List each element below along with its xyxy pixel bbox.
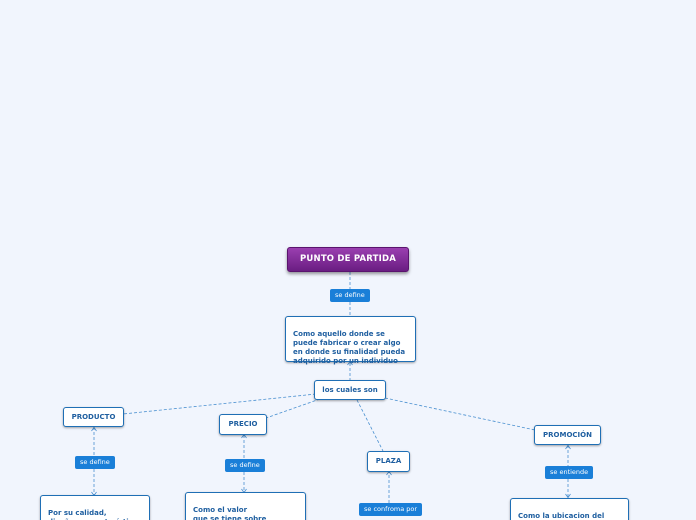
producto-node[interactable]: PRODUCTO [63,407,124,427]
link-label-precio-text: se define [230,461,260,469]
connector-hub-to-plaza [356,399,384,452]
plaza-title: PLAZA [375,457,402,465]
link-label-promocion[interactable]: se entiende [545,466,594,479]
definition-node[interactable]: Como aquello donde se puede fabricar o c… [285,316,416,365]
connector-hub-to-precio [265,398,321,419]
hub-text: los cuales son [322,385,378,394]
precio-title: PRECIO [228,420,258,428]
arrow-head-producto-title [91,426,97,432]
arrow-head-plaza-label [386,470,392,476]
producto-title: PRODUCTO [71,412,116,421]
link-label-plaza[interactable]: se confroma por [359,503,423,516]
producto-detail-node[interactable]: Por su calidad, diseño y características [40,495,150,520]
definition-text: Como aquello donde se puede fabricar o c… [293,330,406,365]
link-label-producto-text: se define [80,458,110,466]
root-topic-node[interactable]: PUNTO DE PARTIDA [287,247,409,272]
promocion-detail-text: Como la ubicacion del producto final den… [518,512,605,520]
producto-detail-text: Por su calidad, diseño y características [48,509,142,520]
link-label-promocion-text: se entiende [550,468,589,476]
link-label-precio[interactable]: se define [225,459,265,472]
root-topic-text: PUNTO DE PARTIDA [299,254,397,264]
link-label-producto[interactable]: se define [75,456,115,469]
connector-hub-to-producto [122,393,317,415]
promocion-node[interactable]: PROMOCIÓN [534,425,601,445]
precio-detail-node[interactable]: Como el valor que se tiene sobre el prod… [185,492,306,520]
precio-node[interactable]: PRECIO [219,414,267,435]
link-label-plaza-text: se confroma por [364,505,418,513]
precio-detail-text: Como el valor que se tiene sobre el prod… [193,506,267,520]
arrow-head-promocion-detail [565,493,571,499]
plaza-node[interactable]: PLAZA [367,451,410,472]
link-label-root-text: se define [335,291,365,299]
hub-node[interactable]: los cuales son [314,380,386,400]
connector-hub-to-promocion [384,397,536,431]
link-label-root[interactable]: se define [330,289,370,302]
arrow-head-promocion-title [565,444,571,450]
promocion-title: PROMOCIÓN [543,430,592,439]
promocion-detail-node[interactable]: Como la ubicacion del producto final den… [510,498,629,520]
